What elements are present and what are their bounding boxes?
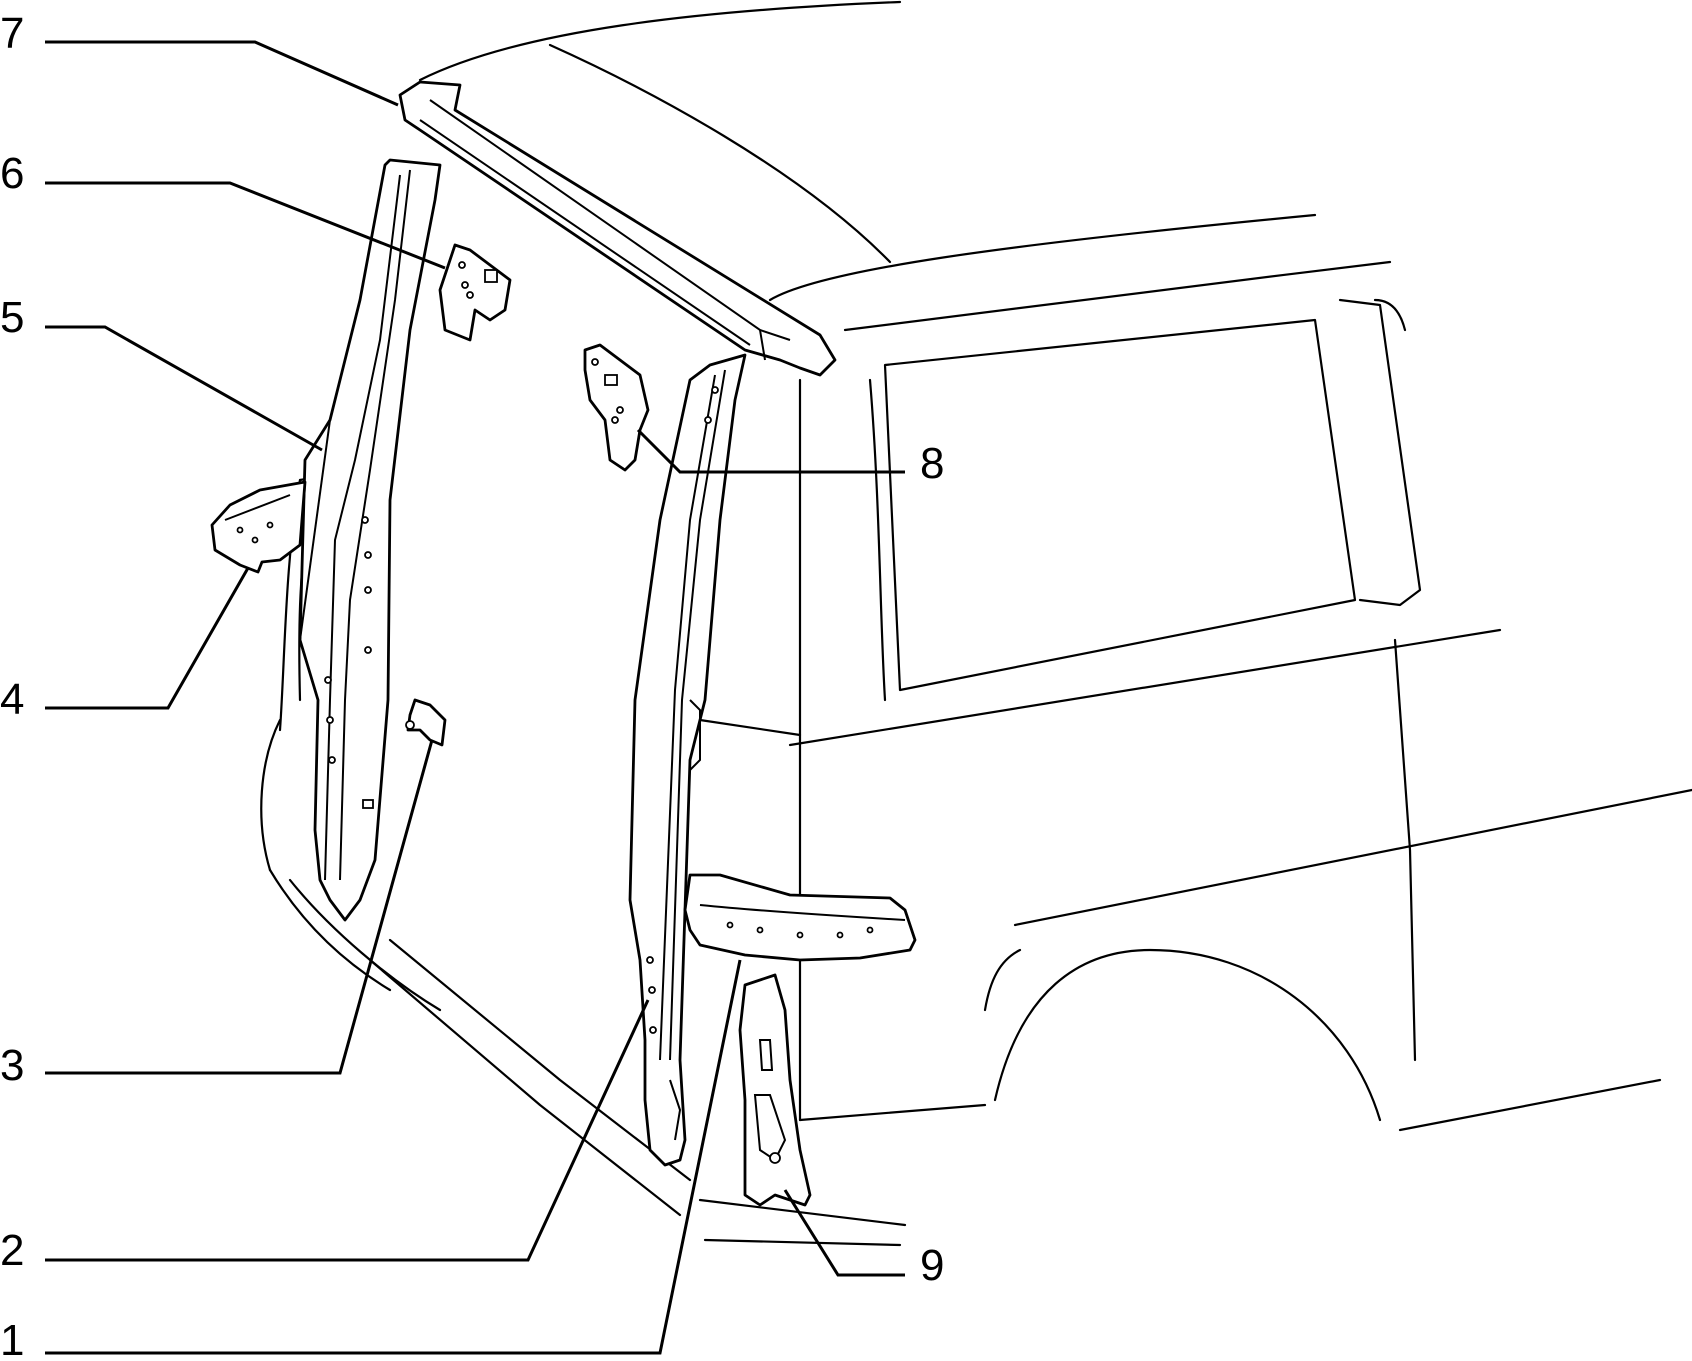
part-5-a-pillar xyxy=(298,158,442,922)
callout-6: 6 xyxy=(0,149,24,198)
leader-lines xyxy=(45,40,905,1355)
leader-5 xyxy=(45,325,323,452)
part-4-wheelhouse-panel xyxy=(210,480,307,574)
callout-1: 1 xyxy=(0,1316,24,1361)
leader-6 xyxy=(45,181,446,270)
vehicle-body-outline xyxy=(260,0,1692,1247)
leader-2 xyxy=(45,999,650,1262)
callout-5: 5 xyxy=(0,293,24,342)
leader-7 xyxy=(45,40,399,107)
part-3-clip xyxy=(405,698,447,747)
leader-8 xyxy=(636,428,905,474)
part-7-roof-rail xyxy=(398,80,837,377)
leader-9 xyxy=(783,1189,905,1277)
part-9-lower-bracket xyxy=(738,973,812,1207)
callout-8: 8 xyxy=(920,439,944,488)
callout-3: 3 xyxy=(0,1041,24,1090)
part-1-wheelarch-panel xyxy=(683,873,917,962)
leader-4 xyxy=(45,567,250,710)
callout-4: 4 xyxy=(0,675,24,724)
callout-2: 2 xyxy=(0,1226,24,1275)
callout-labels: 7 6 5 4 3 2 1 8 9 xyxy=(0,9,944,1361)
part-6-bracket xyxy=(438,243,512,342)
leader-3 xyxy=(45,739,434,1075)
part-2-b-pillar xyxy=(628,353,747,1167)
leader-1 xyxy=(45,959,742,1355)
part-8-bracket xyxy=(583,343,650,472)
callout-7: 7 xyxy=(0,9,24,58)
callout-9: 9 xyxy=(920,1241,944,1290)
